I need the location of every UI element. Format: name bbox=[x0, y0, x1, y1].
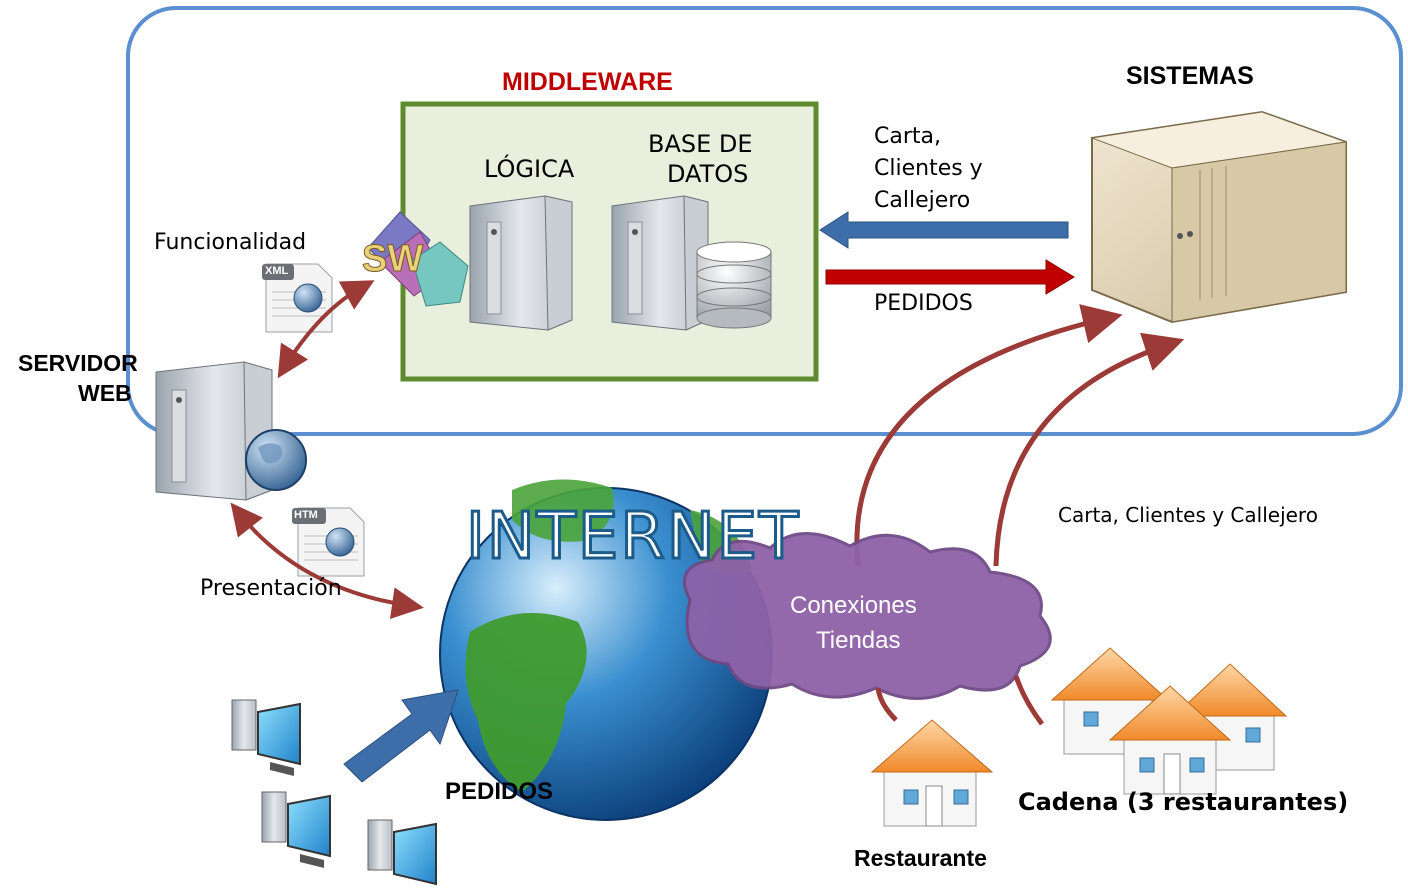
sistemas-server-icon bbox=[1090, 110, 1347, 324]
client-pc-icon bbox=[367, 819, 437, 886]
functionality-double-arrow bbox=[277, 280, 375, 379]
shop-link-arrow-2 bbox=[993, 332, 1185, 567]
shops-flow-label: Carta, Clientes y Callejero bbox=[1058, 503, 1318, 527]
xml-badge: XML bbox=[265, 265, 289, 277]
client-pc-icon bbox=[261, 791, 331, 868]
web-server-label-line1: SERVIDOR bbox=[18, 350, 138, 376]
presentation-label: Presentación bbox=[200, 576, 342, 601]
store-connections-cloud bbox=[682, 532, 1052, 700]
logic-server-icon bbox=[469, 195, 573, 331]
client-orders-label: PEDIDOS bbox=[445, 778, 554, 805]
functionality-label: Funcionalidad bbox=[154, 230, 307, 255]
restaurant-house-icon bbox=[870, 719, 994, 827]
db-label-line2: DATOS bbox=[667, 160, 749, 188]
database-cylinder-icon bbox=[696, 241, 772, 329]
sistemas-title: SISTEMAS bbox=[1126, 62, 1254, 90]
database-server-icon bbox=[611, 195, 709, 331]
system-boundary-frame bbox=[126, 6, 1403, 436]
internet-title: INTERNET bbox=[464, 499, 801, 576]
cloud-label-line1: Conexiones bbox=[790, 592, 917, 619]
restaurant-label: Restaurante bbox=[854, 845, 987, 871]
chain-label: Cadena (3 restaurantes) bbox=[1018, 788, 1349, 816]
client-orders-arrow bbox=[343, 689, 459, 783]
presentation-double-arrow bbox=[230, 502, 424, 620]
data-feed-arrow bbox=[819, 211, 1069, 249]
restaurant-link bbox=[875, 687, 898, 722]
feed-label-line3: Callejero bbox=[874, 188, 971, 213]
cloud-label-line2: Tiendas bbox=[816, 627, 901, 654]
sw-badge: SW bbox=[361, 238, 424, 281]
middleware-box bbox=[400, 101, 819, 382]
shop-link-arrow-1 bbox=[854, 304, 1123, 567]
orders-flow-label: PEDIDOS bbox=[874, 291, 973, 316]
feed-label-line2: Clientes y bbox=[874, 156, 983, 181]
db-label-line1: BASE DE bbox=[648, 130, 753, 158]
client-pc-icon bbox=[231, 699, 301, 776]
feed-label-line1: Carta, bbox=[874, 124, 941, 149]
chain-house-icon bbox=[1108, 685, 1232, 795]
htm-badge: HTM bbox=[294, 509, 318, 521]
web-server-label-line2: WEB bbox=[78, 380, 132, 406]
logic-label: LÓGICA bbox=[484, 155, 575, 183]
sw-component-icon bbox=[367, 211, 469, 307]
orders-arrow bbox=[825, 259, 1075, 295]
web-globe-icon bbox=[245, 429, 307, 491]
middleware-title: MIDDLEWARE bbox=[502, 68, 673, 96]
chain-link bbox=[1013, 675, 1045, 726]
